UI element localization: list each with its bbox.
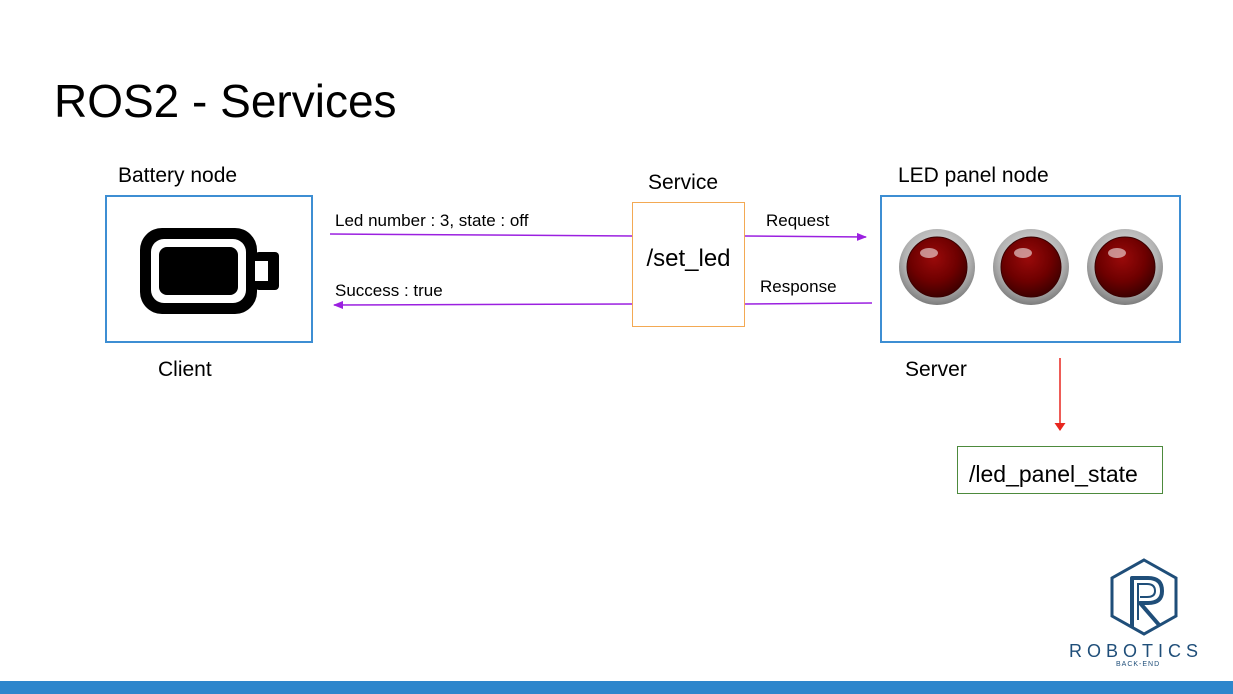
topic-box: /led_panel_state: [957, 446, 1163, 494]
response-arrow: [333, 300, 633, 309]
response-label: Response: [760, 277, 837, 296]
service-box: /set_led: [632, 202, 745, 327]
request-payload-label: Led number : 3, state : off: [335, 211, 529, 230]
battery-node-box: [105, 195, 313, 343]
slide-title: ROS2 - Services: [54, 75, 397, 127]
server-role-label: Server: [905, 358, 967, 381]
response-line-server: [744, 302, 873, 305]
led-panel-node-label: LED panel node: [898, 164, 1049, 187]
bottom-bar: [0, 681, 1233, 694]
response-payload-label: Success : true: [335, 281, 443, 300]
led-panel-node-box: [880, 195, 1181, 343]
led-icon: [1087, 229, 1163, 305]
logo-subtext: BACK-END: [1116, 661, 1161, 668]
service-name: /set_led: [646, 245, 731, 272]
led-group: [899, 229, 1163, 305]
battery-node-label: Battery node: [118, 164, 238, 187]
battery-icon: [140, 228, 279, 314]
request-line-client: [329, 233, 633, 237]
led-icon: [899, 229, 975, 305]
led-icon: [993, 229, 1069, 305]
service-header: Service: [648, 171, 719, 194]
request-arrow: [744, 232, 867, 241]
robotics-backend-logo-icon: [1110, 558, 1178, 636]
logo-text: ROBOTICS: [1069, 641, 1204, 661]
topic-name: /led_panel_state: [969, 461, 1138, 487]
request-label: Request: [766, 211, 830, 230]
client-role-label: Client: [158, 358, 212, 381]
